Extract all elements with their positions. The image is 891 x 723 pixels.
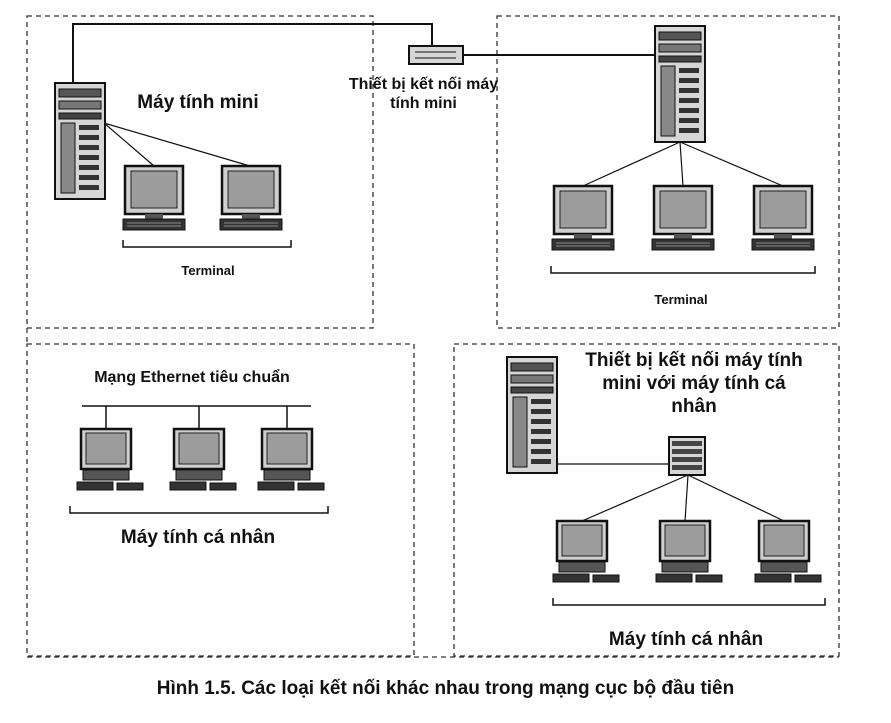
connector-device-label: Thiết bị kết nối máy tính mini <box>331 75 516 113</box>
terminal-icon <box>218 164 284 232</box>
pc-icon <box>654 519 724 584</box>
hub-icon <box>668 436 706 476</box>
connector-device-label-line1: Thiết bị kết nối máy <box>348 76 499 93</box>
connector-device-icon <box>408 45 464 65</box>
pc-icon <box>256 427 326 492</box>
connector-device-label-line2: tính mini <box>390 95 457 113</box>
terminal-label: Terminal <box>654 292 708 307</box>
terminal-icon <box>750 184 816 252</box>
panel-top-right-border <box>496 15 840 329</box>
mini-computer-icon <box>654 25 706 143</box>
panel-bottom-right-border <box>453 343 840 657</box>
mini-computer-icon <box>506 356 558 474</box>
panel-top-left-border <box>26 15 374 329</box>
terminal-group-brace <box>550 266 816 274</box>
figure-caption: Hình 1.5. Các loại kết nối khác nhau tro… <box>156 678 735 699</box>
pc-group-label: Máy tính cá nhân <box>120 527 276 548</box>
panel-top-right <box>550 25 816 274</box>
pc-icon <box>753 519 823 584</box>
pc-icon <box>168 427 238 492</box>
pc-group-brace <box>69 506 329 514</box>
pc-icon <box>551 519 621 584</box>
terminal-label: Terminal <box>181 263 235 278</box>
mini-computer-icon <box>54 82 106 200</box>
mini-pc-connector-title-line3: nhân <box>671 395 717 417</box>
terminal-icon <box>121 164 187 232</box>
mini-pc-connector-title-line1: Thiết bị kết nối máy tính <box>585 350 803 371</box>
terminal-group-brace <box>122 240 292 248</box>
pc-group-label: Máy tính cá nhân <box>608 629 764 650</box>
mini-computer-title: Máy tính mini <box>137 92 259 113</box>
panel-top-left <box>54 82 292 248</box>
terminal-icon <box>650 184 716 252</box>
panel-bottom-right <box>506 356 826 606</box>
pc-icon <box>75 427 145 492</box>
backbone-links <box>72 23 655 83</box>
mini-pc-connector-title: Thiết bị kết nối máy tính mini với máy t… <box>566 350 822 418</box>
panel-bottom-left-border <box>26 343 415 657</box>
terminal-icon <box>550 184 616 252</box>
ethernet-title: Mạng Ethernet tiêu chuẩn <box>94 369 290 386</box>
pc-group-brace <box>552 598 826 606</box>
mini-pc-connector-title-line2: mini với máy tính cá <box>602 372 786 394</box>
panel-bottom-left <box>69 405 329 514</box>
panel-borders <box>26 15 840 658</box>
